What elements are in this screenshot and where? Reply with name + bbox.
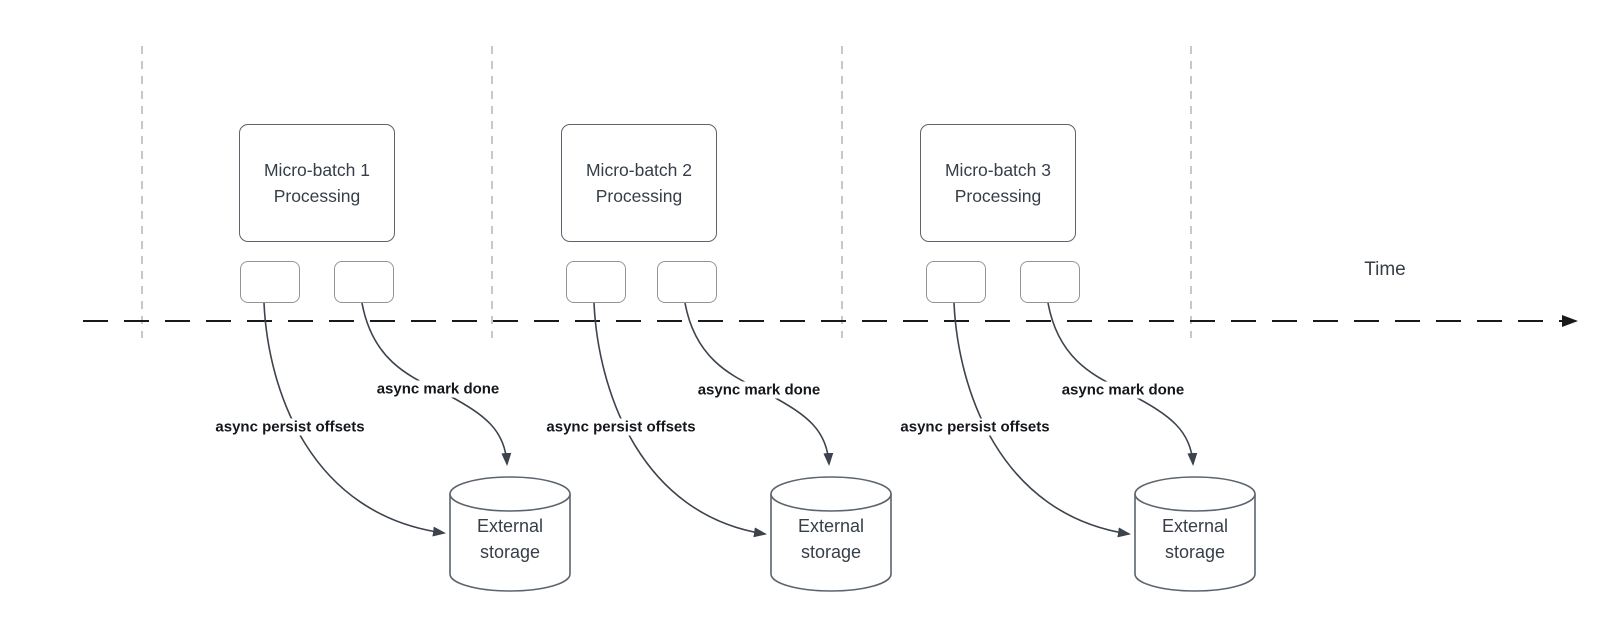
external-storage-label-3: External storage — [1162, 513, 1228, 565]
storage-label-line2: storage — [479, 542, 541, 562]
cylinder-top — [770, 476, 892, 512]
persist-offsets-arrow-3 — [953, 302, 1131, 538]
micro-batch-title: Micro-batch 3 — [944, 160, 1051, 180]
external-storage-label-2: External storage — [798, 513, 864, 565]
time-axis-label: Time — [1364, 259, 1406, 280]
storage-label-line2: storage — [1164, 542, 1226, 562]
persist-offsets-arrow-2 — [593, 302, 767, 538]
micro-batch-box-3: Micro-batch 3 Processing — [920, 124, 1076, 242]
micro-batch-subtitle: Processing — [954, 186, 1042, 206]
external-storage-cylinder-1 — [449, 476, 571, 592]
mark-done-edge-label: async mark done — [1057, 381, 1189, 399]
micro-batch-box-2: Micro-batch 2 Processing — [561, 124, 717, 242]
mark-done-task-box-1 — [334, 261, 394, 303]
persist-offsets-task-box-3 — [926, 261, 986, 303]
mark-done-edge-label: async mark done — [372, 380, 504, 398]
cylinder-body — [1134, 494, 1256, 592]
cylinder-body — [770, 494, 892, 592]
storage-label-line1: External — [1161, 516, 1229, 536]
mark-done-task-box-2 — [657, 261, 717, 303]
mark-done-edge-label: async mark done — [693, 381, 825, 399]
micro-batch-title: Micro-batch 1 — [263, 160, 370, 180]
cylinder-body — [449, 494, 571, 592]
external-storage-cylinder-3 — [1134, 476, 1256, 592]
micro-batch-subtitle: Processing — [595, 186, 683, 206]
cylinder-top — [449, 476, 571, 512]
external-storage-cylinder-2 — [770, 476, 892, 592]
mark-done-task-box-3 — [1020, 261, 1080, 303]
external-storage-label-1: External storage — [477, 513, 543, 565]
persist-offsets-edge-label: async persist offsets — [211, 418, 369, 436]
persist-offsets-task-box-1 — [240, 261, 300, 303]
persist-offsets-arrow-1 — [263, 302, 446, 537]
persist-offsets-task-box-2 — [566, 261, 626, 303]
storage-label-line1: External — [476, 516, 544, 536]
storage-label-line1: External — [797, 516, 865, 536]
micro-batch-box-1: Micro-batch 1 Processing — [239, 124, 395, 242]
micro-batch-subtitle: Processing — [273, 186, 361, 206]
micro-batch-title: Micro-batch 2 — [585, 160, 692, 180]
cylinder-top — [1134, 476, 1256, 512]
persist-offsets-edge-label: async persist offsets — [542, 418, 700, 436]
persist-offsets-edge-label: async persist offsets — [896, 418, 1054, 436]
storage-label-line2: storage — [800, 542, 862, 562]
